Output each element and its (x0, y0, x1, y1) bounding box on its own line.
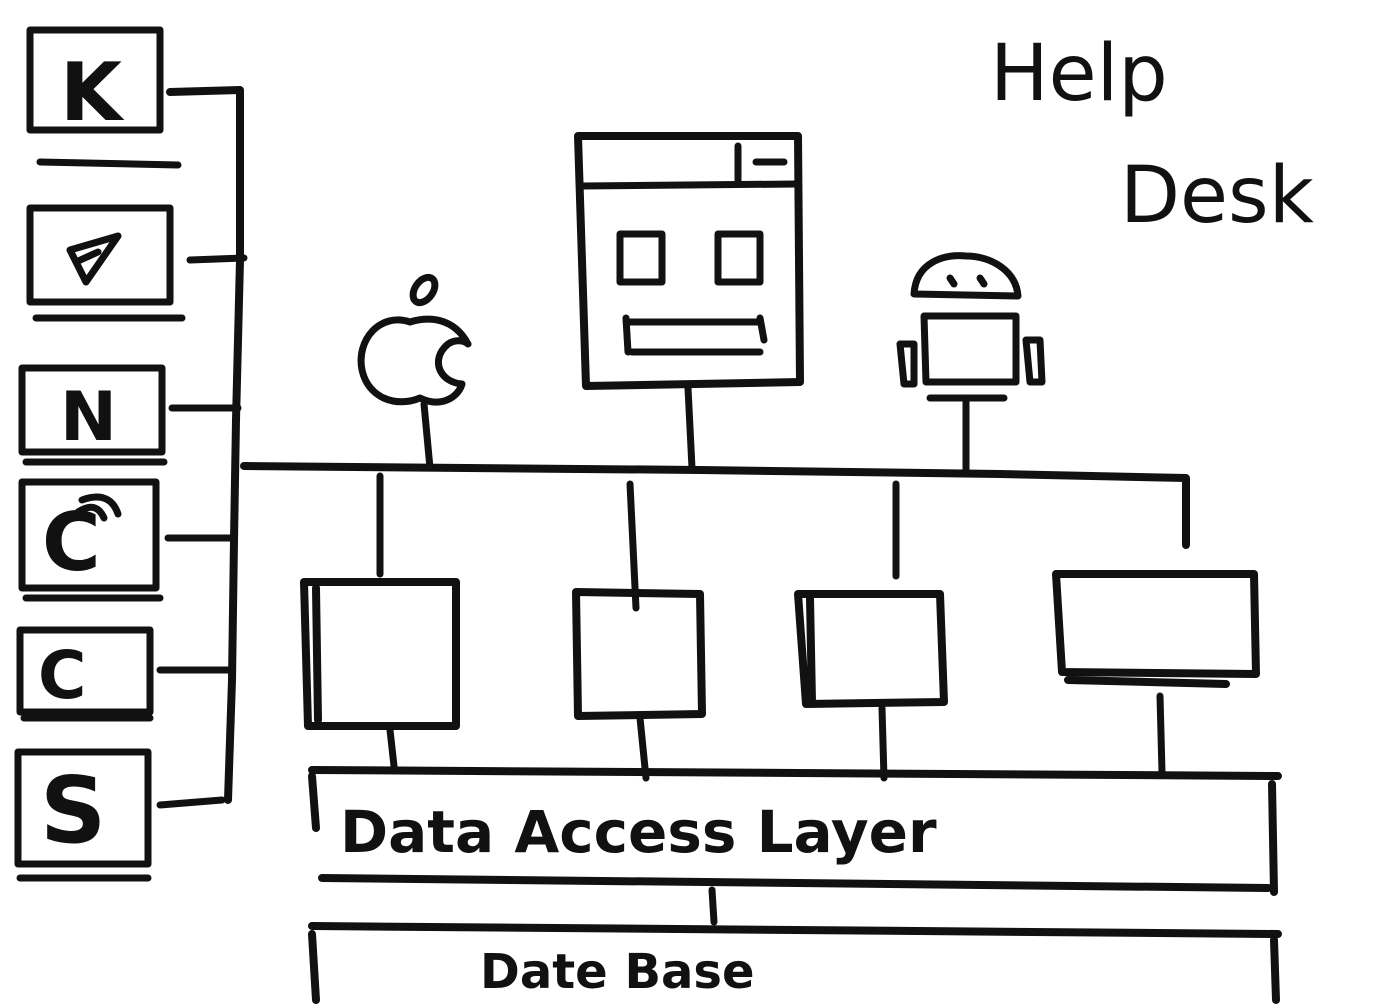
service-box (794, 590, 948, 708)
channel-box (26, 26, 164, 134)
android-body (920, 312, 1020, 386)
channel-n: N (18, 364, 168, 466)
service-box (300, 578, 460, 730)
db-right-edge (1270, 936, 1280, 1004)
layer-left-edge (308, 772, 320, 832)
data-access-layer-label: Data Access Layer (340, 798, 937, 866)
title-line-2: Desk (1120, 151, 1314, 241)
layer-right-edge (1268, 780, 1278, 896)
underline (36, 158, 182, 169)
main-bus-line (240, 462, 1190, 549)
channel-bus-line (166, 86, 244, 804)
layer-bottom-edge (318, 874, 1272, 892)
channel-whatsapp: C (16, 626, 154, 722)
service-connector (626, 480, 640, 612)
channel-box (14, 748, 152, 868)
channel-connector (156, 796, 226, 809)
whatsapp-icon: C (38, 637, 86, 714)
channel-box (26, 204, 174, 306)
channel-skype: S (14, 748, 152, 882)
web-browser-window-icon (574, 132, 804, 390)
channel-vk: K (26, 26, 182, 169)
channel-box (16, 626, 154, 716)
service-box (1052, 570, 1260, 688)
title-line-1: Help (990, 29, 1168, 119)
data-connector (878, 704, 888, 782)
vk-icon: K (60, 46, 125, 139)
channel-box (18, 478, 160, 592)
db-left-edge (308, 930, 320, 1004)
android-arms (896, 336, 1046, 388)
data-connector (636, 714, 650, 782)
android-eyes (946, 274, 988, 288)
browser-widget-box (616, 230, 666, 286)
android-icon (910, 252, 1022, 300)
channel-telegram (26, 204, 186, 322)
data-access-layer: Data Access Layer (308, 766, 1282, 896)
browser-title-bar (578, 180, 800, 190)
client-apple (357, 273, 472, 472)
channel-connector (186, 254, 248, 264)
layer-top-edge (308, 766, 1282, 780)
data-connector (1156, 692, 1166, 776)
telegram-icon (66, 232, 122, 286)
browser-widget-box (714, 230, 764, 286)
service-box (572, 588, 706, 720)
n-messenger-icon: N (60, 378, 117, 457)
viber-icon: C (42, 496, 101, 589)
browser-text-block (622, 314, 768, 356)
apple-connector (420, 400, 434, 472)
apple-icon (357, 315, 472, 406)
data-connector (386, 726, 398, 770)
channel-box (18, 364, 166, 456)
client-android (896, 252, 1046, 474)
channel-viber: C (18, 478, 164, 602)
client-web (574, 132, 804, 472)
viber-waves (74, 493, 122, 522)
skype-icon: S (40, 757, 106, 864)
database-layer: Date Base (308, 922, 1282, 1004)
database-label: Date Base (480, 944, 755, 1000)
apple-leaf (409, 273, 439, 307)
db-connector (708, 886, 718, 926)
db-top-edge (308, 922, 1282, 938)
web-connector (684, 384, 696, 472)
